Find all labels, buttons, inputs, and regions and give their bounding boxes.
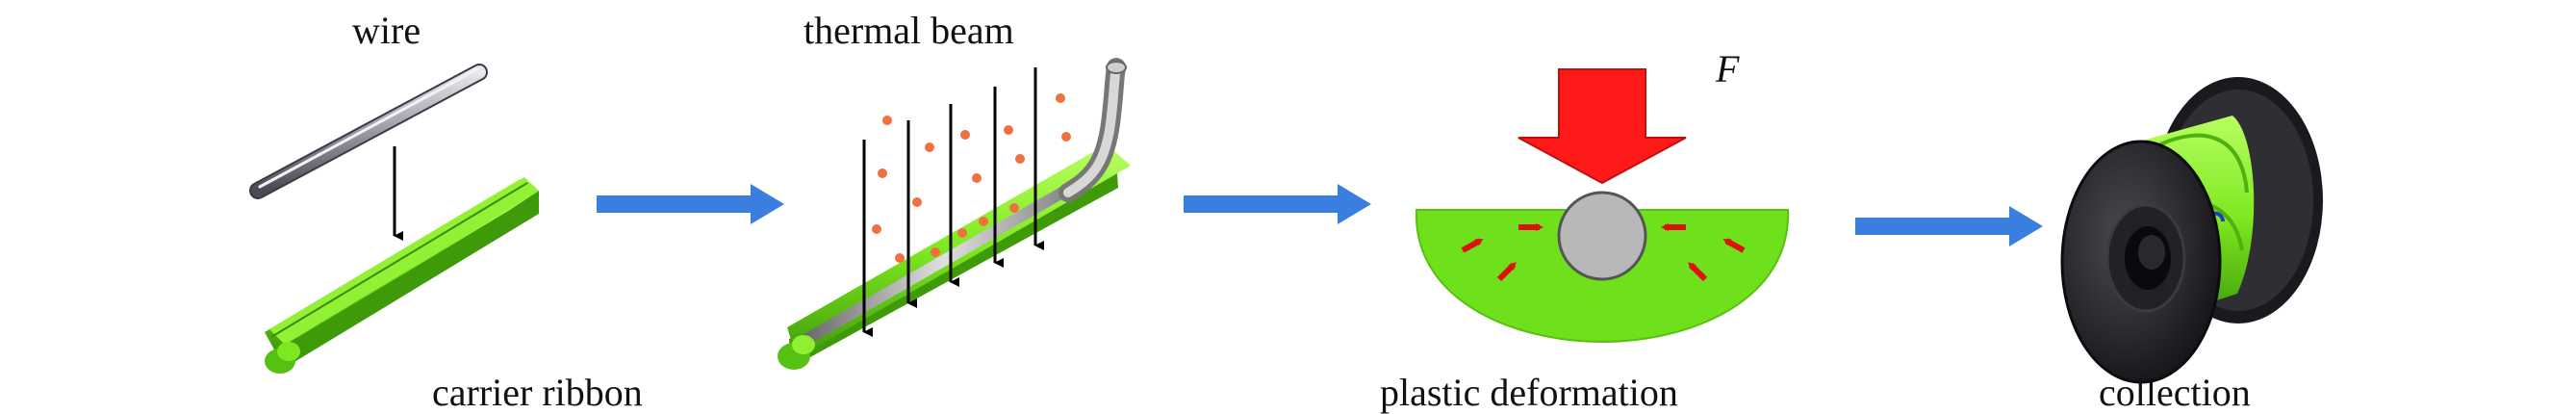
wire-cross-section — [1557, 191, 1647, 281]
force-arrow-icon — [1518, 68, 1687, 185]
pressure-arrow-icon — [1461, 223, 1746, 282]
process-arrow-icon — [1855, 206, 2043, 246]
wire-rod-icon — [249, 64, 488, 199]
wire-label: wire — [352, 9, 421, 52]
carrier-ribbon-icon — [265, 177, 539, 374]
thermal-beam-arrow-icon — [862, 67, 1044, 337]
process-arrow-icon — [1184, 184, 1371, 224]
heat-particles — [872, 93, 1071, 263]
stage-1-wire-and-ribbon — [249, 64, 539, 374]
carrier-ribbon-with-wire-icon — [778, 58, 1131, 370]
collection-label: collection — [2099, 371, 2251, 414]
stage-3-plastic-deformation — [1415, 68, 1790, 344]
spool-icon — [2060, 77, 2323, 384]
stage-2-thermal-beam — [778, 58, 1131, 370]
carrier-ribbon-label: carrier ribbon — [432, 371, 643, 414]
force-label: F — [1716, 47, 1740, 91]
process-arrow-icon — [597, 184, 784, 224]
plastic-deformation-label: plastic deformation — [1380, 371, 1678, 414]
thermal-beam-label: thermal beam — [803, 9, 1014, 52]
